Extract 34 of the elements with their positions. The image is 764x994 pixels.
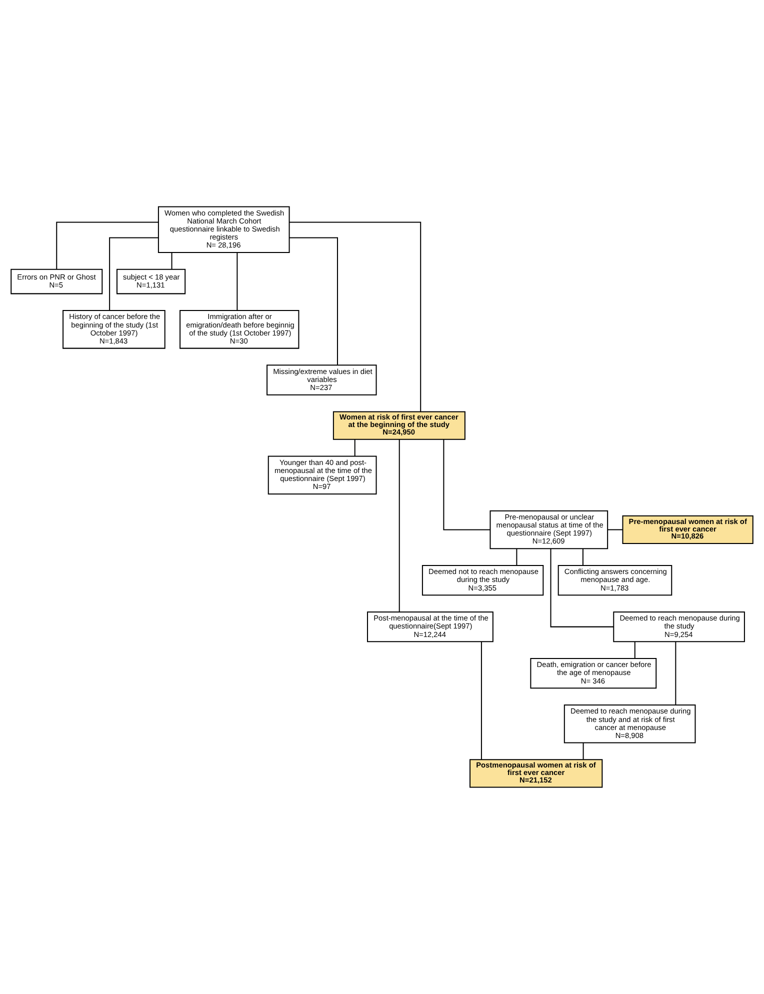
node-box: Deemed to reach menopause during the study N=9,254 [613,611,745,642]
node-box: Missing/extreme values in diet variables N=237 [266,364,377,396]
connector [634,642,636,658]
node-box: Women at risk of first ever cancer at the beginning of the study N=24,950 [332,411,466,440]
connector [56,222,158,270]
node-box: Postmenopausal women at risk of first ever cancer N=21,152 [470,759,603,788]
connector [354,440,356,456]
connector [675,642,676,705]
connector [289,237,338,366]
connector [516,548,518,566]
connector [236,252,238,310]
node-box: Immigration after or emigration/death before beginnig of the study (1st October 1997) N=30 [180,310,300,349]
connector [443,439,490,530]
connector [171,252,172,270]
connector [480,642,482,760]
node-box: History of cancer before the beginning of the study (1st October 1997) N=1,843 [62,310,166,349]
node-box: Women who completed the Swedish National March Cohort questionnaire linkable to Swedish registers N= 28,196 [158,206,290,254]
node-box: subject < 18 year N=1,131 [116,268,186,294]
connector [398,439,400,612]
node-box: Younger than 40 and post-menopausal at the time of the questionnaire (Sept 1997) N=97 [268,456,377,494]
node-box: Conflicting answers concerning menopause and age. N=1,783 [558,564,672,596]
connector [582,548,584,566]
connector [109,237,158,310]
connector [608,529,623,530]
connector [550,548,614,628]
connector [582,742,584,760]
node-box: Post-menopausal at the time of the questionnaire(Sept 1997) N=12,244 [367,611,494,642]
node-box: Pre-menopausal women at risk of first ever cancer N=10,826 [622,515,754,544]
node-box: Death, emigration or cancer before the age of menopause N= 346 [530,658,657,689]
node-box: Deemed not to reach menopause during the study N=3,355 [422,564,544,596]
node-box: Pre-menopausal or unclear menopausal status at time of the questionnaire (Sept 1997) N=12,609 [490,510,608,550]
node-box: Errors on PNR or Ghost N=5 [10,268,103,294]
connector [289,222,422,412]
node-box: Deemed to reach menopause during the study and at risk of first cancer at menopause N=8,908 [564,704,696,744]
